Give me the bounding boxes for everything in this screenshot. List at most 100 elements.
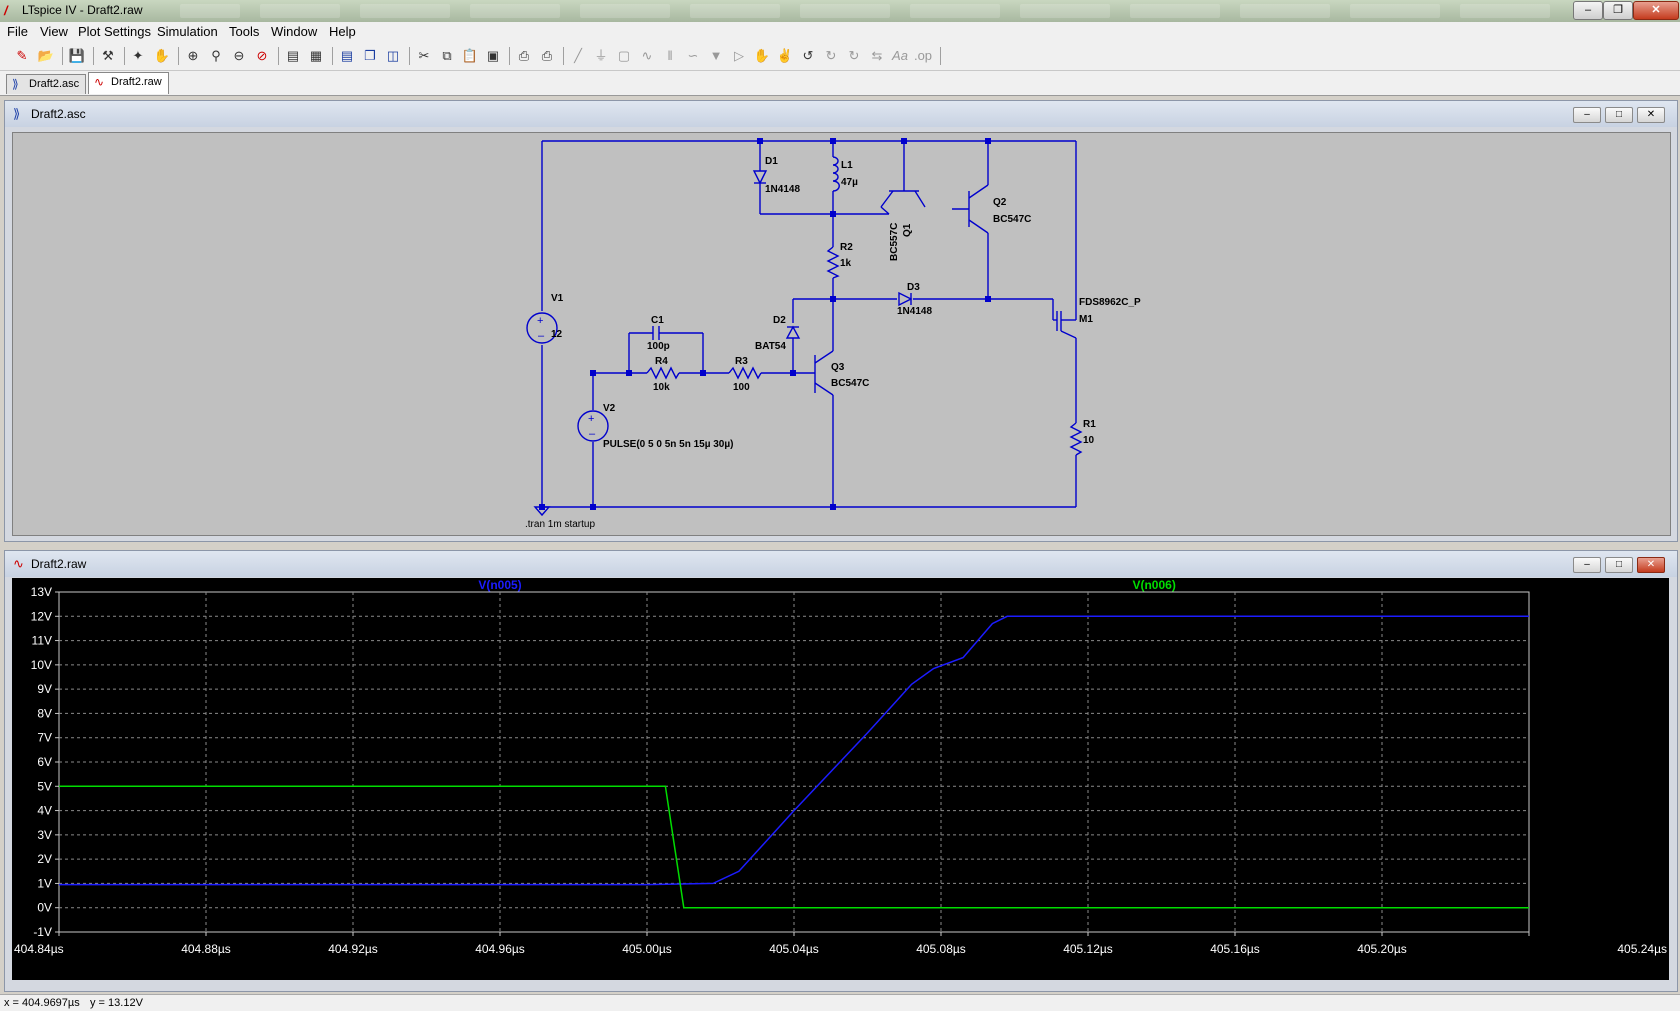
- tile-vertical-icon[interactable]: ◫: [386, 48, 400, 63]
- menu-help[interactable]: Help: [329, 24, 356, 39]
- toolbar-separator: [93, 47, 94, 65]
- x-tick-label: 404.84µs: [14, 942, 64, 956]
- d2-value-label: BAT54: [755, 341, 786, 352]
- resistor-icon[interactable]: ∿: [641, 48, 653, 63]
- r3-name-label: R3: [735, 356, 748, 367]
- x-tick-label: 404.96µs: [475, 942, 525, 956]
- r2-value-label: 1k: [840, 258, 852, 269]
- v2-value-label: PULSE(0 5 0 5n 5n 15µ 30µ): [603, 439, 733, 450]
- close-button[interactable]: ✕: [1637, 557, 1665, 573]
- maximize-button[interactable]: ❐: [1603, 1, 1633, 20]
- toolbar-separator: [409, 47, 410, 65]
- inductor-icon[interactable]: ∽: [687, 48, 699, 63]
- x-tick-label: 405.24µs: [1617, 942, 1667, 956]
- menu-tools[interactable]: Tools: [229, 24, 260, 39]
- undo-icon[interactable]: ↺: [802, 48, 814, 63]
- d3-name-label: D3: [907, 282, 920, 293]
- text-icon[interactable]: Aa: [892, 48, 908, 63]
- y-tick-label: 0V: [37, 901, 52, 915]
- autorange-y-icon[interactable]: ▤: [286, 48, 300, 63]
- background-window-hint: [1460, 4, 1550, 18]
- menu-simulation[interactable]: Simulation: [157, 24, 218, 39]
- close-button[interactable]: ✕: [1637, 107, 1665, 123]
- d2-name-label: D2: [773, 315, 786, 326]
- d3-value-label: 1N4148: [897, 306, 932, 317]
- v1-value-label: 12: [551, 329, 563, 340]
- toolbar-separator: [62, 47, 63, 65]
- cut-icon[interactable]: ✂: [418, 48, 430, 63]
- background-window-hint: [1130, 4, 1220, 18]
- v2-name-label: V2: [603, 403, 616, 414]
- schematic-icon: ⟫: [12, 77, 19, 91]
- y-tick-label: 3V: [37, 828, 52, 842]
- copy-icon[interactable]: ⧉: [442, 48, 452, 63]
- spice-directive-icon[interactable]: .op: [913, 48, 933, 63]
- schematic-window-title: Draft2.asc: [31, 107, 86, 121]
- rotate-icon[interactable]: ↻: [848, 48, 860, 63]
- r4-value-label: 10k: [653, 382, 670, 393]
- background-window-hint: [1240, 4, 1330, 18]
- redo-icon[interactable]: ↻: [825, 48, 837, 63]
- halt-hand-icon[interactable]: ✋: [153, 48, 171, 63]
- mirror-icon[interactable]: ⇆: [871, 48, 883, 63]
- x-tick-label: 405.04µs: [769, 942, 819, 956]
- zoom-in-icon[interactable]: ⚲: [211, 48, 221, 63]
- toolbar-separator: [563, 47, 564, 65]
- paste-icon[interactable]: 📋: [461, 48, 479, 63]
- cascade-icon[interactable]: ❐: [364, 48, 376, 63]
- run-simulation-icon[interactable]: ✦: [132, 48, 144, 63]
- c1-value-label: 100p: [647, 341, 670, 352]
- menu-window[interactable]: Window: [271, 24, 318, 39]
- x-tick-label: 405.16µs: [1210, 942, 1260, 956]
- maximize-button[interactable]: □: [1605, 107, 1633, 123]
- drag-hand-icon[interactable]: ✌: [776, 48, 794, 63]
- maximize-button[interactable]: □: [1605, 557, 1633, 573]
- cursor-y-readout: y = 13.12V: [90, 997, 143, 1009]
- find-binoculars-icon[interactable]: ▣: [486, 48, 500, 63]
- tab-draft2-asc[interactable]: ⟫ Draft2.asc: [6, 74, 87, 94]
- new-schematic-icon[interactable]: ✎: [16, 48, 28, 63]
- background-window-hint: [580, 4, 670, 18]
- c1-name-label: C1: [651, 315, 664, 326]
- svg-text:+: +: [537, 315, 543, 327]
- toolbar-separator: [124, 47, 125, 65]
- minimize-button[interactable]: –: [1573, 557, 1601, 573]
- ground-icon[interactable]: ⏚: [594, 48, 608, 63]
- minimize-button[interactable]: –: [1573, 1, 1603, 20]
- q1-value-label: BC557C: [889, 223, 900, 261]
- toolbar-separator: [278, 47, 279, 65]
- l1-value-label: 47µ: [841, 177, 858, 188]
- print-preview-icon[interactable]: ⎙: [518, 48, 530, 63]
- zoom-area-icon[interactable]: ⊕: [187, 48, 199, 63]
- tile-horizontal-icon[interactable]: ▤: [340, 48, 354, 63]
- zoom-fit-icon[interactable]: ⊘: [256, 48, 268, 63]
- spice-directive-label: .tran 1m startup: [525, 519, 595, 530]
- menu-view[interactable]: View: [40, 24, 68, 39]
- diode-icon[interactable]: ▼: [709, 48, 723, 63]
- x-tick-label: 405.12µs: [1063, 942, 1113, 956]
- print-icon[interactable]: ⎙: [541, 48, 553, 63]
- tab-draft2-raw[interactable]: ∿ Draft2.raw: [88, 72, 169, 94]
- r3-value-label: 100: [733, 382, 750, 393]
- trace-label: V(n006): [1132, 578, 1175, 592]
- open-folder-icon[interactable]: 📂: [37, 48, 55, 63]
- autorange-all-icon[interactable]: ▦: [309, 48, 323, 63]
- label-net-icon[interactable]: ▢: [617, 48, 631, 63]
- save-icon[interactable]: 💾: [68, 48, 86, 63]
- close-button[interactable]: ✕: [1633, 1, 1679, 20]
- trace-v-n005-: [59, 615, 1529, 886]
- move-hand-icon[interactable]: ✋: [753, 48, 771, 63]
- capacitor-icon[interactable]: ‖: [667, 48, 673, 63]
- menu-file[interactable]: File: [7, 24, 28, 39]
- waveform-icon: ∿: [13, 556, 24, 571]
- toolbar-separator: [332, 47, 333, 65]
- y-tick-label: 2V: [37, 852, 52, 866]
- schematic-canvas[interactable]: + – + – V1 12 V2 PULS: [12, 132, 1671, 536]
- menu-plot-settings[interactable]: Plot Settings: [78, 24, 151, 39]
- component-icon[interactable]: ▷: [734, 48, 744, 63]
- control-panel-icon[interactable]: ⚒: [102, 48, 114, 63]
- minimize-button[interactable]: –: [1573, 107, 1601, 123]
- zoom-out-icon[interactable]: ⊖: [233, 48, 245, 63]
- draw-wire-icon[interactable]: ╱: [574, 48, 582, 63]
